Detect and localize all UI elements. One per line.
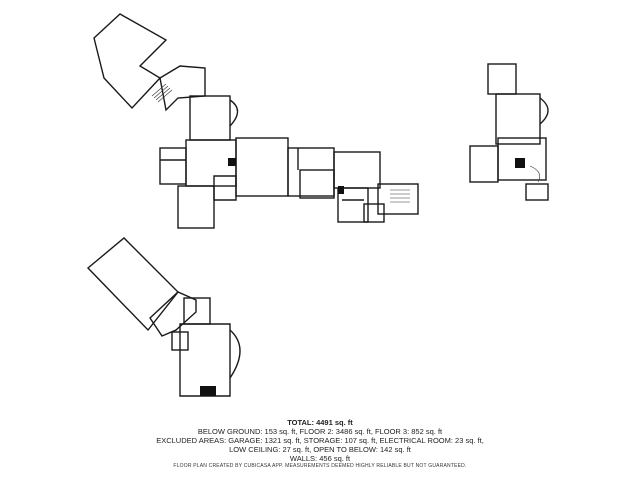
entry-wall xyxy=(299,169,335,199)
disclaimer: FLOOR PLAN CREATED BY CUBICASA APP. MEAS… xyxy=(173,463,467,469)
family-room-wall xyxy=(287,147,335,197)
floor-3-storage-wall xyxy=(525,183,549,201)
kitchen-wall xyxy=(189,95,231,141)
kitchen-bay-window xyxy=(229,99,239,127)
floor-3-bedroom-2-wall xyxy=(469,145,499,183)
stair-run xyxy=(151,83,173,103)
stair-run xyxy=(529,165,541,183)
floor-3-bay-window xyxy=(539,97,549,125)
deck-wall xyxy=(377,183,419,215)
area-line: LOW CEILING: 27 sq. ft, OPEN TO BELOW: 1… xyxy=(229,445,411,454)
fixtures xyxy=(200,158,525,396)
primary-closet-wall xyxy=(337,187,369,223)
floor-2-plan xyxy=(93,13,419,229)
floor-3-plan xyxy=(469,63,549,201)
floor-3-bedroom-wall xyxy=(495,93,541,145)
bath-wing-wall xyxy=(159,65,206,112)
area-line: BELOW GROUND: 153 sq. ft, FLOOR 2: 3486 … xyxy=(197,427,443,436)
stair-block xyxy=(338,186,344,194)
area-summary: TOTAL: 4491 sq. ft BELOW GROUND: 153 sq.… xyxy=(0,418,640,463)
utility-wall xyxy=(159,147,187,185)
primary-bath-wall xyxy=(363,203,385,223)
stairs xyxy=(151,83,541,203)
floor-3-bath-wall xyxy=(487,63,517,95)
bedroom-wing-wall xyxy=(93,13,168,110)
stair-run xyxy=(390,189,410,203)
floor-3-stair-block xyxy=(515,158,525,168)
garage-annex-wall xyxy=(149,291,197,337)
great-room-wall xyxy=(177,185,215,229)
total-area: TOTAL: 4491 sq. ft xyxy=(287,418,353,427)
fireplace xyxy=(228,158,236,166)
primary-bedroom-wall xyxy=(333,151,381,189)
basement-fireplace xyxy=(200,386,216,396)
basement-wall xyxy=(179,323,231,397)
living-room-wall xyxy=(235,137,289,197)
garage-wall xyxy=(86,237,179,332)
area-line: EXCLUDED AREAS: GARAGE: 1321 sq. ft, STO… xyxy=(156,436,484,445)
floor-1-plan xyxy=(86,237,241,397)
floor-3-hall-wall xyxy=(497,137,547,181)
area-line: WALLS: 456 sq. ft xyxy=(289,454,351,463)
basement-bay-window xyxy=(229,329,241,379)
hall-wall xyxy=(213,175,237,201)
